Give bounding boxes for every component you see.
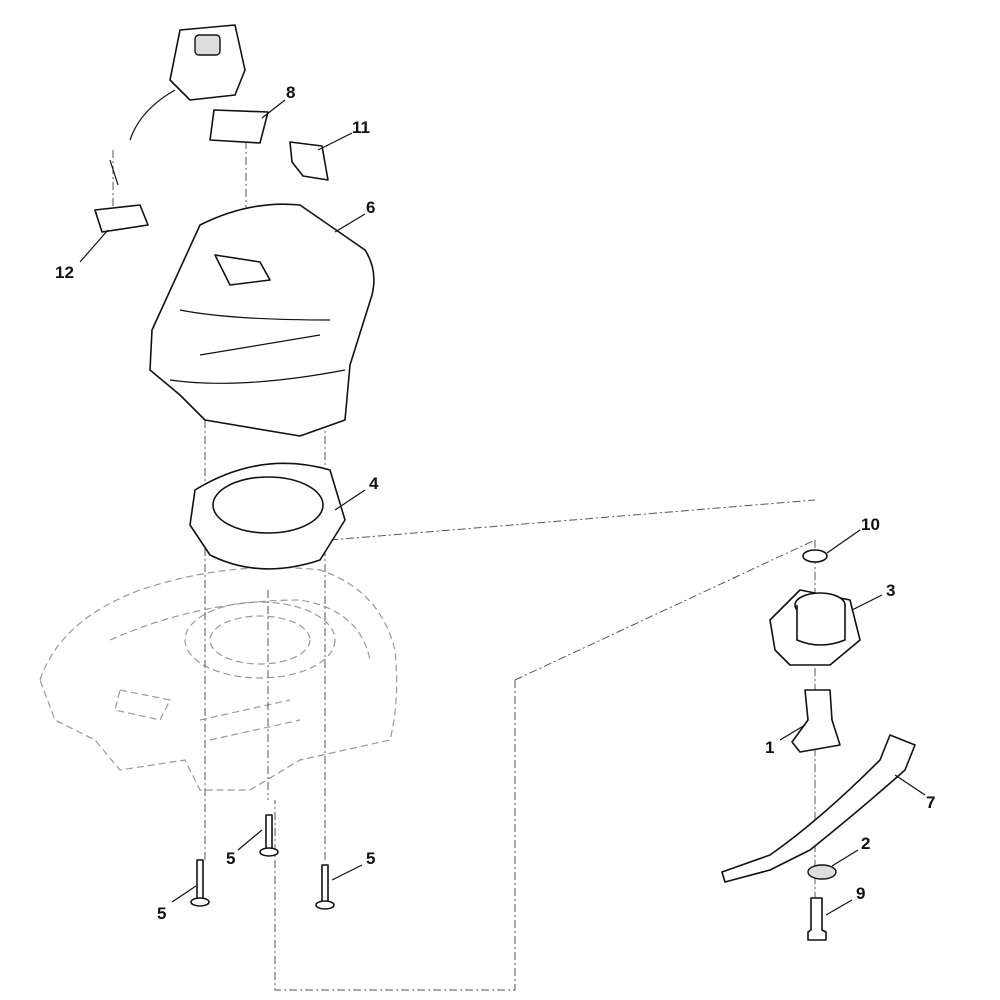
part-12-switch-assembly: [94, 24, 246, 233]
callout-4: 4: [369, 474, 379, 493]
callout-5c: 5: [157, 904, 166, 923]
callout-1: 1: [765, 738, 774, 757]
callout-2: 2: [861, 834, 870, 853]
part-2-washer: [807, 864, 837, 880]
callout-7: 7: [926, 793, 935, 812]
callout-12: 12: [55, 263, 74, 282]
part-1-blade-adapter: [791, 689, 841, 753]
callout-10: 10: [861, 515, 880, 534]
callout-9: 9: [856, 884, 865, 903]
callout-5a: 5: [226, 849, 235, 868]
part-3-fan: [769, 589, 861, 666]
part-8-cover-plate: [209, 109, 269, 144]
callout-5b: 5: [366, 849, 375, 868]
callout-6: 6: [366, 198, 375, 217]
mower-deck-outline: [39, 566, 398, 791]
part-9-bolt: [807, 897, 827, 941]
part-11-clip: [289, 141, 329, 181]
part-4-motor-housing: [189, 462, 346, 570]
callout-3: 3: [886, 581, 895, 600]
part-6-hood: [149, 203, 375, 437]
part-10-circlip: [802, 549, 828, 563]
part-5-bolts: [190, 814, 335, 910]
callout-11: 11: [352, 118, 370, 137]
leader-lines: [79, 99, 926, 916]
callout-8: 8: [286, 83, 295, 102]
part-7-blade: [721, 734, 916, 883]
